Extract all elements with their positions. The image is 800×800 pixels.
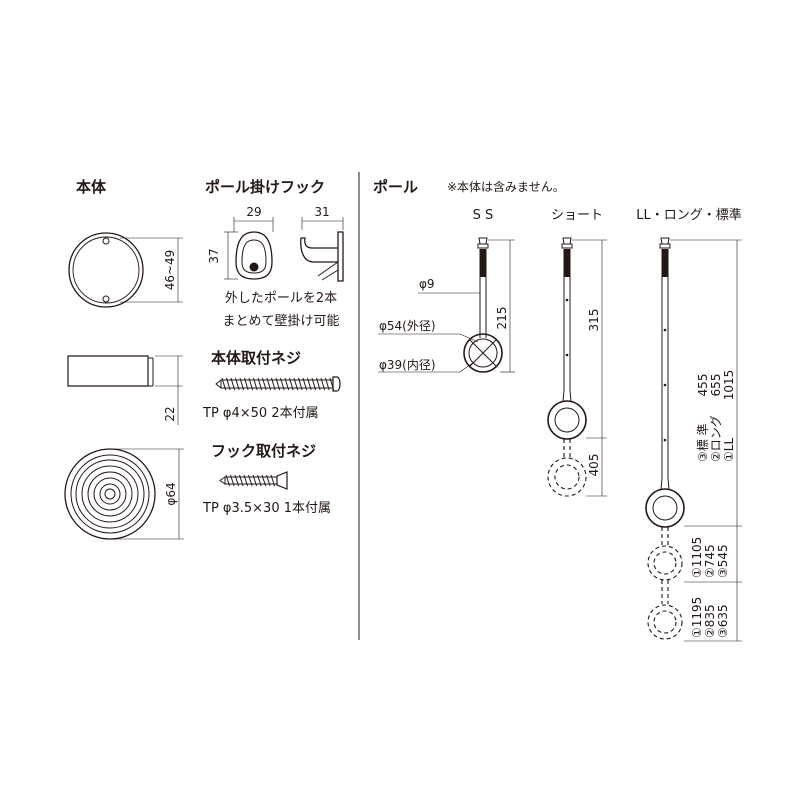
pole-title: ポール <box>373 178 418 196</box>
pole-note: ※本体は含みません。 <box>447 179 565 194</box>
hook-screw-title: フック取付ネジ <box>211 442 316 460</box>
body-screw-spec: TP φ4×50 2本付属 <box>202 406 319 421</box>
long-name-standard: ③標 準 <box>695 423 710 462</box>
body-side-view <box>67 355 154 387</box>
body-screw-drawing <box>215 376 341 392</box>
hook-width-front-label: 29 <box>246 205 261 219</box>
pole-short-drawing <box>547 237 587 497</box>
hook-caption-line2: まとめて壁掛け可能 <box>222 314 339 329</box>
hook-height-dimension: 37 <box>207 231 238 280</box>
ring-inner-diameter: φ39(内径) <box>379 358 436 372</box>
pole-long-length-table: 1015 655 455 ①LL ②ロング ③標 準 <box>695 370 736 462</box>
long-name-ll: ①LL <box>722 438 736 462</box>
ext2-standard: ③635 <box>716 604 730 638</box>
body-height-label: 22 <box>163 406 177 421</box>
hook-side-view <box>300 231 344 282</box>
body-diameter-dimension: 46~49 <box>120 237 183 303</box>
long-name-long: ②ロング <box>709 415 723 462</box>
pole-long-extended-table-1: ①1105 ②745 ③545 <box>690 537 730 578</box>
ext1-standard: ③545 <box>716 544 730 578</box>
body-diameter-label: 46~49 <box>163 250 177 291</box>
body-title: 本体 <box>76 178 107 196</box>
hook-screw-head <box>249 262 259 272</box>
hook-screw-spec: TP φ3.5×30 1本付属 <box>202 501 331 516</box>
hook-width-dimensions: 29 31 <box>233 205 344 232</box>
hook-front-view <box>235 231 273 280</box>
pole-ss-label: S S <box>473 208 494 223</box>
ext2-ll: ①1195 <box>690 597 704 638</box>
pole-long-drawing <box>645 237 685 640</box>
pole-shaft-diameter: φ9 <box>419 277 435 291</box>
screw-hole <box>102 295 110 303</box>
hook-title: ポール掛けフック <box>205 178 325 196</box>
pole-short-length: 315 <box>587 309 601 332</box>
pole-ss-drawing <box>463 237 503 373</box>
long-value-ll: 1015 <box>722 370 736 401</box>
pole-short-dimensions: 315 405 <box>572 239 607 497</box>
pole-short-label: ショート <box>551 208 603 223</box>
ext1-ll: ①1105 <box>690 537 704 578</box>
screw-hole <box>102 237 110 245</box>
ring-outer-diameter: φ54(外径) <box>379 319 436 333</box>
hook-screw-drawing <box>219 471 288 490</box>
pole-long-extended-table-2: ①1195 ②835 ③635 <box>690 597 730 638</box>
pole-long-dimensions <box>670 239 742 642</box>
pole-ss-length: 215 <box>495 307 509 330</box>
body-screw-title: 本体取付ネジ <box>211 349 301 367</box>
pole-short-extended: 405 <box>587 454 601 477</box>
body-top-view <box>68 232 144 308</box>
hook-width-side-label: 31 <box>314 205 329 219</box>
long-value-long: 655 <box>709 374 723 397</box>
body-bottom-view <box>64 448 156 540</box>
body-height-dimension: 22 <box>155 355 183 425</box>
body-base-dimension: φ64 <box>110 448 184 540</box>
pole-ss-dimensions: φ9 φ54(外径) φ39(内径) 215 <box>378 239 515 373</box>
pole-long-label: LL・ロング・標準 <box>636 207 742 223</box>
ext2-long: ②835 <box>703 604 717 638</box>
hook-caption-line1: 外したポールを2本 <box>225 291 337 306</box>
ext1-long: ②745 <box>703 544 717 578</box>
long-value-standard: 455 <box>696 374 710 397</box>
hook-height-label: 37 <box>207 248 221 263</box>
body-base-label: φ64 <box>164 482 178 505</box>
